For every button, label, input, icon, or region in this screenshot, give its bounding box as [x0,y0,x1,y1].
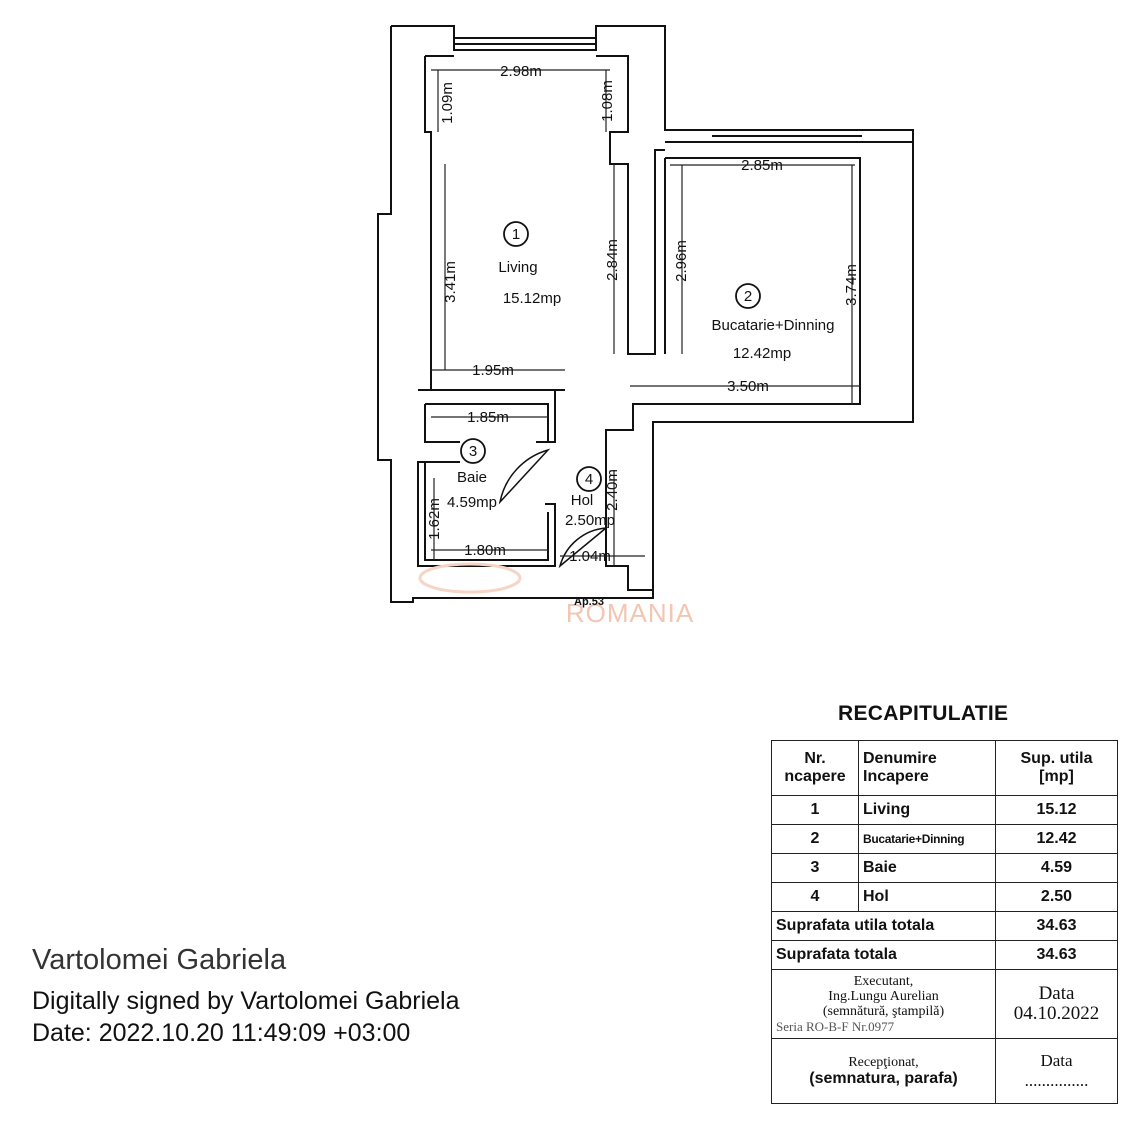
signature-date: Date: 2022.10.20 11:49:09 +03:00 [32,1019,411,1047]
room-3-marker: 3 Baie 4.59mp [447,438,497,511]
apartment-label: Ap.53 [574,596,604,608]
received-row: Recepţionat, (semnatura, parafa) Data ..… [771,1038,1118,1104]
room-1-number: 1 [512,226,520,243]
total-row: Suprafata totala 34.63 [771,940,1118,970]
executant-label: Executant, [853,974,914,989]
dim-living-top-width: 2.98m [500,63,542,80]
header-nr-line2: ncapere [784,768,846,785]
room-3-name: Baie [457,469,487,486]
room-3-number: 3 [469,443,477,460]
watermark-logo [418,562,522,594]
total-label: Suprafata totala [771,940,996,970]
table-row: 1 Living 15.12 [771,795,1118,825]
header-area: Sup. utila [mp] [995,740,1118,796]
executant-signature-note: (semnătură, ştampilă) [822,1004,945,1019]
plan-walls [377,25,914,603]
received-signature-note: (semnatura, parafa) [809,1069,958,1087]
row-area: 4.59 [995,853,1118,883]
executant-row: Executant, Ing.Lungu Aurelian (semnătură… [771,969,1118,1039]
dimension-lines [431,69,860,566]
executant-date-value: 04.10.2022 [1013,1003,1100,1024]
dim-hall-height: 2.40m [604,469,621,511]
total-value: 34.63 [995,940,1118,970]
dim-bath-top-width: 1.85m [467,409,509,426]
total-useful-value: 34.63 [995,911,1118,941]
header-nr: Nr. ncapere [771,740,859,796]
room-1-marker: 1 Living 15.12mp [498,221,561,307]
header-area-line2: [mp] [1039,768,1074,785]
executant-seria: Seria RO-B-F Nr.0977 [776,1019,895,1034]
dim-living-right-top: 1.08m [599,80,616,122]
row-area: 12.42 [995,824,1118,854]
header-name-line2: Incapere [863,768,929,785]
total-useful-row: Suprafata utila totala 34.63 [771,911,1118,941]
dim-bath-left-height: 1.62m [426,498,443,540]
executant-date-cell: Data 04.10.2022 [995,969,1118,1039]
room-1-name: Living [498,259,537,276]
dim-living-right-height: 2.84m [604,239,621,281]
received-date-label: Data [1040,1051,1073,1070]
dim-hall-width: 1.04m [569,548,611,565]
watermark-text: ROMANIA [566,598,694,628]
header-name: Denumire Incapere [858,740,996,796]
dim-kitchen-left-height: 2.96m [673,240,690,282]
room-3-area: 4.59mp [447,494,497,511]
executant-cell: Executant, Ing.Lungu Aurelian (semnătură… [771,969,996,1039]
recap-title: RECAPITULATIE [838,702,1009,725]
room-2-number: 2 [744,288,752,305]
row-nr: 4 [771,882,859,912]
recap-table: Nr. ncapere Denumire Incapere Sup. utila… [771,740,1118,1104]
received-cell: Recepţionat, (semnatura, parafa) [771,1038,996,1104]
row-name: Bucatarie+Dinning [858,824,996,854]
header-nr-line1: Nr. [804,750,826,767]
row-nr: 1 [771,795,859,825]
dim-living-bottom-width: 1.95m [472,362,514,379]
dim-living-left-top: 1.09m [439,82,456,124]
floor-plan: 2.98m 1.09m 1.08m 3.41m 2.84m 1.95m 2.85… [377,25,914,628]
row-nr: 2 [771,824,859,854]
dim-kitchen-top-width: 2.85m [741,157,783,174]
executant-engineer: Ing.Lungu Aurelian [828,989,939,1004]
received-label: Recepţionat, [848,1054,919,1070]
room-4-marker: 4 Hol 2.50mp [565,466,615,529]
room-4-area: 2.50mp [565,512,615,529]
row-name: Hol [858,882,996,912]
signer-name: Vartolomei Gabriela [32,944,287,976]
room-2-marker: 2 Bucatarie+Dinning 12.42mp [712,283,835,362]
received-date-value: ............... [1024,1071,1089,1090]
digital-signature: Vartolomei Gabriela Digitally signed by … [32,944,460,1049]
room-2-name: Bucatarie+Dinning [712,317,835,334]
table-row: 2 Bucatarie+Dinning 12.42 [771,824,1118,854]
executant-date-label: Data [1038,983,1075,1004]
dim-living-left-height: 3.41m [442,261,459,303]
header-name-line1: Denumire [863,750,937,767]
dim-kitchen-right-height: 3.74m [843,264,860,306]
signature-statement: Digitally signed by Vartolomei Gabriela [32,987,460,1015]
table-row: 3 Baie 4.59 [771,853,1118,883]
table-row: 4 Hol 2.50 [771,882,1118,912]
room-2-area: 12.42mp [733,345,791,362]
received-date-cell: Data ............... [995,1038,1118,1104]
row-area: 15.12 [995,795,1118,825]
dim-bath-bottom-width: 1.80m [464,542,506,559]
room-1-area: 15.12mp [503,290,561,307]
row-name: Living [858,795,996,825]
total-useful-label: Suprafata utila totala [771,911,996,941]
dim-kitchen-bottom-width: 3.50m [727,378,769,395]
recap-header-row: Nr. ncapere Denumire Incapere Sup. utila… [771,740,1118,796]
row-nr: 3 [771,853,859,883]
room-4-number: 4 [585,471,593,488]
row-area: 2.50 [995,882,1118,912]
room-4-name: Hol [571,492,594,509]
row-name: Baie [858,853,996,883]
header-area-line1: Sup. utila [1020,750,1093,767]
